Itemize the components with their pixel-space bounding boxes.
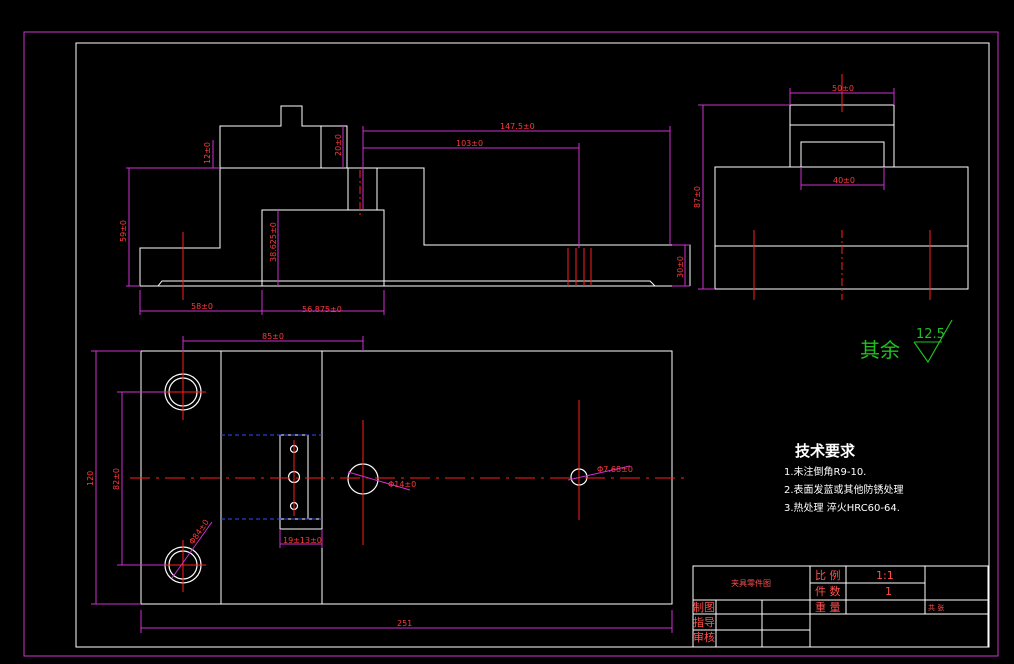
scale-value: 1:1 [876, 569, 894, 582]
dim-30: 30±0 [676, 256, 685, 278]
dim-147-5: 147.5±0 [500, 122, 535, 131]
dim-87: 87±0 [693, 186, 702, 208]
tech-requirement-item: 2.表面发蓝或其他防锈处理 [784, 483, 904, 496]
front-view: 147.5±0 103±0 20±0 12±0 59±0 38.625±0 58… [119, 105, 691, 315]
front-view-centerlines [182, 170, 592, 300]
top-view-centerlines [130, 340, 690, 592]
drawn-label: 制图 [693, 601, 715, 614]
top-view-hidden-lines [221, 434, 322, 520]
front-view-outline [139, 105, 691, 287]
tech-requirements-title: 技术要求 [795, 442, 856, 460]
scale-label: 比 例 [815, 568, 841, 582]
dim-phi14: Φ14±0 [388, 480, 416, 489]
dim-40: 40±0 [833, 176, 855, 185]
surface-finish-label: 其余 [860, 338, 900, 362]
side-view-dimension-lines [698, 88, 895, 290]
side-view: 50±0 40±0 87±0 [693, 74, 969, 300]
dim-120: 120 [86, 471, 95, 486]
dim-59: 59±0 [119, 220, 128, 242]
dim-251: 251 [397, 619, 412, 628]
technical-requirements: 技术要求 1.未注倒角R9-10. 2.表面发蓝或其他防锈处理 3.热处理 淬火… [784, 442, 904, 514]
dim-38-625: 38.625±0 [269, 222, 278, 262]
dim-12: 12±0 [203, 142, 212, 164]
part-name: 夹具零件图 [731, 578, 771, 588]
sheet-label: 共 张 [928, 603, 944, 612]
side-view-centerlines [753, 74, 931, 300]
dim-56-875: 56.875±0 [302, 305, 342, 314]
dim-19: 19±13±0 [283, 536, 322, 545]
weight-label: 重 量 [815, 600, 841, 614]
dim-50: 50±0 [832, 84, 854, 93]
dim-58: 58±0 [191, 302, 213, 311]
front-view-dimension-text: 147.5±0 103±0 20±0 12±0 59±0 38.625±0 58… [119, 122, 685, 314]
sheet-border [23, 31, 999, 657]
surface-finish-note: 其余 12.5 [860, 319, 953, 364]
dim-phi7-68: Φ7.68±0 [597, 465, 633, 474]
title-block: 夹具零件图 比 例 1:1 件 数 1 重 量 共 张 制图 指导 审核 [692, 565, 989, 648]
top-view-dimension-lines [91, 336, 673, 633]
dim-82: 82±0 [112, 468, 121, 490]
tech-requirement-item: 3.热处理 淬火HRC60-64. [784, 501, 900, 514]
review-label: 审核 [693, 630, 715, 644]
dim-85: 85±0 [262, 332, 284, 341]
tech-requirement-item: 1.未注倒角R9-10. [784, 465, 866, 478]
count-value: 1 [885, 585, 892, 598]
side-view-dimension-text: 50±0 40±0 87±0 [693, 84, 855, 208]
front-view-dimension-lines [126, 126, 690, 315]
surface-finish-value: 12.5 [916, 327, 945, 342]
count-label: 件 数 [815, 585, 841, 598]
guide-label: 指导 [693, 615, 715, 629]
surface-finish-symbol [913, 319, 953, 364]
dim-20-top: 20±0 [334, 134, 343, 156]
dim-103: 103±0 [456, 139, 483, 148]
